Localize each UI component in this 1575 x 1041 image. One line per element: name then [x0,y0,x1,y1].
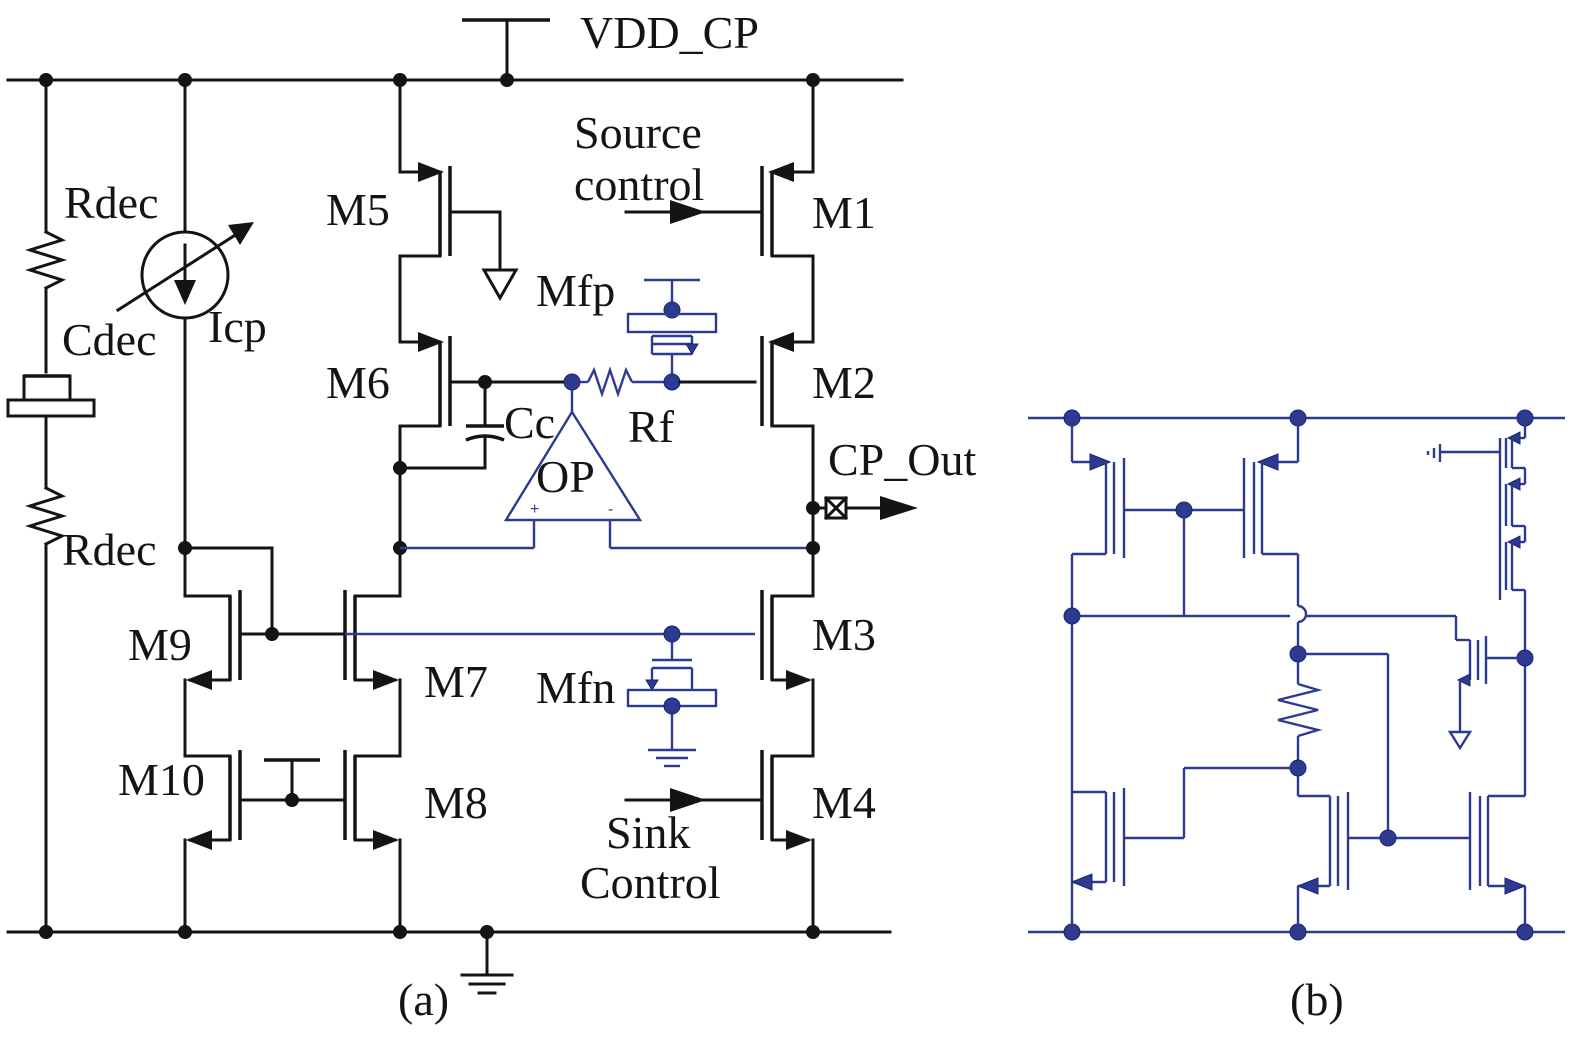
b-right-stack [1426,418,1534,796]
icp-label: Icp [208,301,267,352]
op-minus: - [608,501,613,518]
m10-label: M10 [118,754,205,805]
vdd-label: VDD_CP [580,7,759,58]
source-control-label-1: Source [574,107,702,158]
sink-control-label-2: Control [580,857,721,908]
b-resistor [1182,652,1390,838]
mfn-transistor [626,625,718,768]
m4-label: M4 [812,777,876,828]
cdec-label: Cdec [62,314,157,365]
m7-label: M7 [424,656,488,707]
source-control-input [624,200,764,224]
rf-label: Rf [628,401,675,452]
panel-a: VDD_CP (a) [6,7,976,1025]
mfp-transistor [626,278,718,374]
caption-b: (b) [1290,974,1344,1025]
b-nmos-devices [1070,788,1527,932]
mfp-label: Mfp [536,265,615,316]
rdec-top-label: Rdec [64,177,159,228]
panel-b: (b) [1028,409,1565,1025]
caption-a: (a) [398,974,449,1025]
op-label: OP [536,451,595,502]
m6-label: M6 [326,357,390,408]
sink-control-label-1: Sink [606,807,690,858]
m8-label: M8 [424,777,488,828]
m1-m4-stack [760,78,820,934]
m5-m6-stack [393,78,519,555]
cp-out-pin [811,495,918,521]
op-plus: + [530,501,539,518]
source-control-label-2: control [574,159,704,210]
m7-m8-stack [343,546,402,934]
cc-capacitor [398,375,572,470]
ground-symbol [460,930,514,995]
sink-control-input [624,788,764,812]
vdd-symbol [462,18,550,82]
b-pmos-mirror [1063,418,1308,932]
rf-resistor [563,366,757,398]
m3-label: M3 [812,609,876,660]
cp-out-label: CP_Out [828,434,976,485]
m1-label: M1 [812,187,876,238]
b-mid-nmos [1447,636,1525,751]
icp-current-source [115,78,254,555]
m8-m10-gate-bias [264,758,347,807]
mfn-label: Mfn [536,662,615,713]
rdec-bottom-label: Rdec [62,524,157,575]
cc-label: Cc [504,397,555,448]
m9-m10-stack [183,546,294,934]
m9-label: M9 [128,619,192,670]
op-amp [400,390,813,550]
decoupling-branch [6,78,96,934]
m2-label: M2 [812,357,876,408]
m5-label: M5 [326,184,390,235]
